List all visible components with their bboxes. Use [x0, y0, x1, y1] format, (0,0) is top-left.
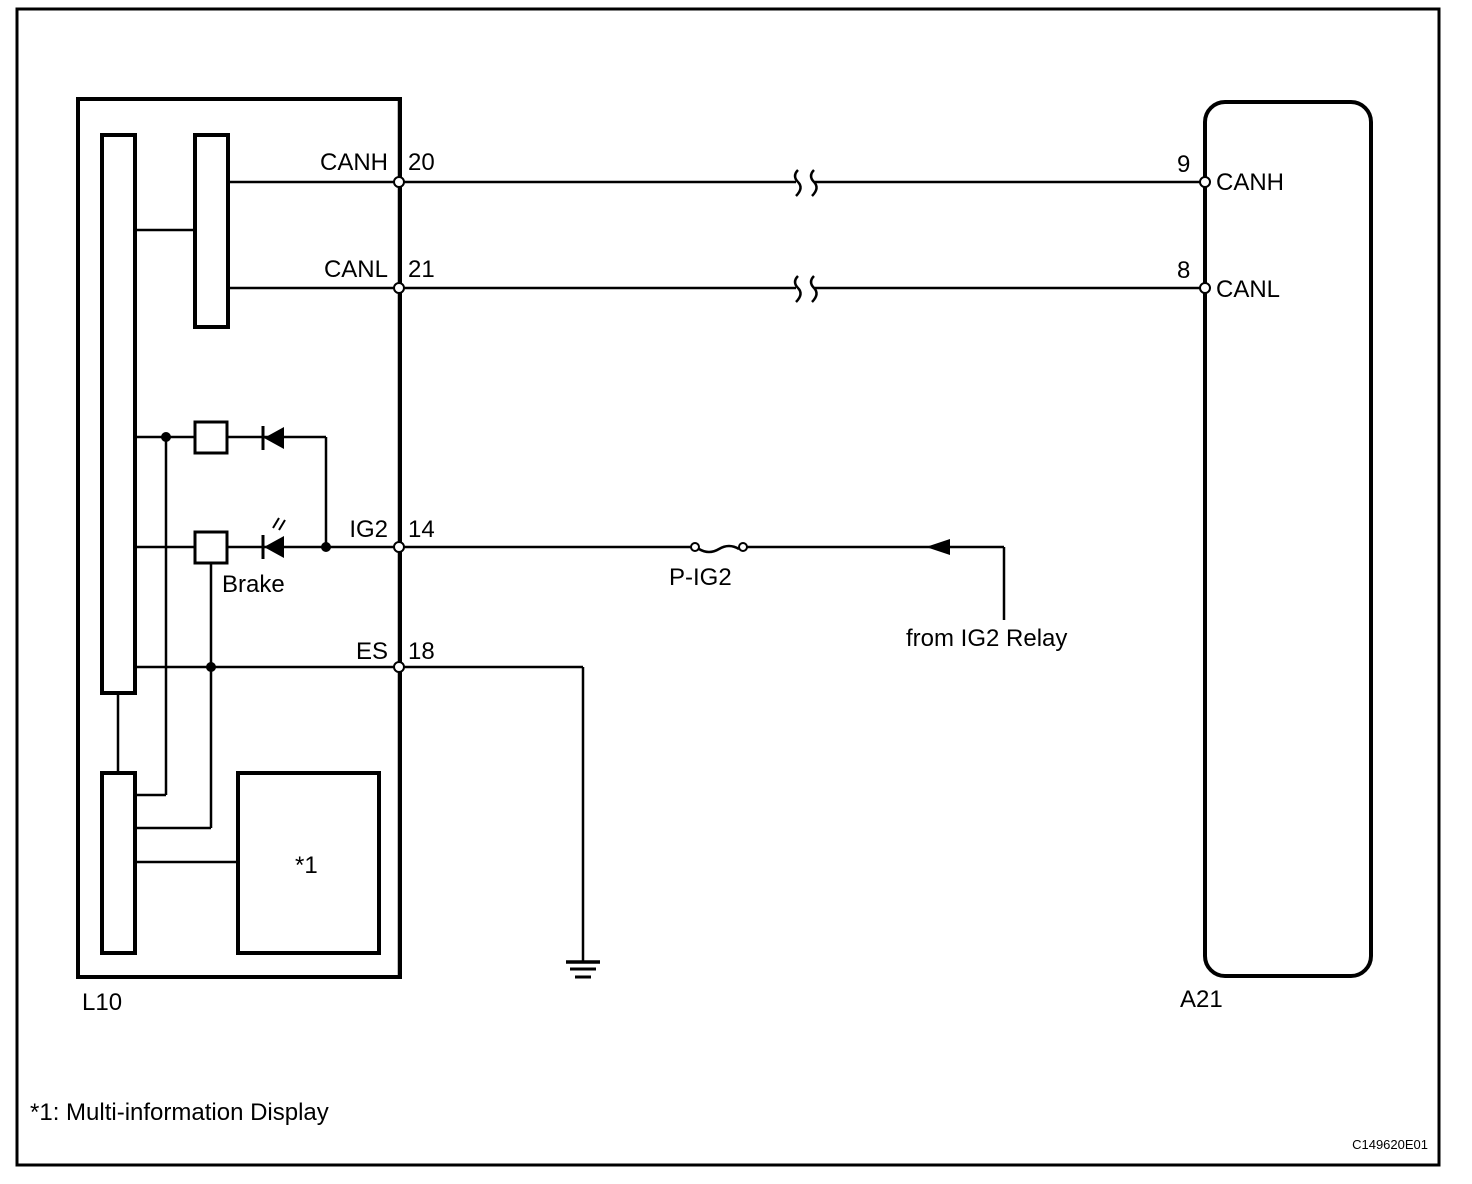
ecu-id-a21: A21 — [1180, 986, 1223, 1013]
terminal-signal-es: ES — [356, 638, 388, 665]
figure-code: C149620E01 — [1352, 1137, 1428, 1152]
terminal-circle — [393, 541, 405, 553]
junction-dot — [206, 662, 216, 672]
junction-dot — [161, 432, 171, 442]
terminal-pin-14: 14 — [408, 516, 435, 543]
diode-icon — [264, 427, 284, 449]
terminal-pin-18: 18 — [408, 638, 435, 665]
source-label: from IG2 Relay — [906, 625, 1067, 652]
led-icon — [264, 536, 284, 558]
wire-break-icon — [793, 169, 802, 197]
terminal-signal-canl: CANL — [324, 256, 388, 283]
terminal-pin-21: 21 — [408, 256, 435, 283]
terminal-pin-9: 9 — [1177, 151, 1190, 178]
terminal-circle — [393, 282, 405, 294]
ecu-a21 — [1203, 100, 1373, 978]
terminal-pin-20: 20 — [408, 149, 435, 176]
terminal-signal-canh: CANH — [320, 149, 388, 176]
footnote: *1: Multi-information Display — [30, 1099, 329, 1126]
fuse-icon — [698, 544, 740, 554]
terminal-circle — [1199, 176, 1211, 188]
terminal-circle — [393, 176, 405, 188]
display-driver-bar — [100, 771, 137, 955]
terminal-circle — [1199, 282, 1211, 294]
diagram-frame — [15, 7, 1441, 1167]
indicator-label-brake: Brake — [222, 571, 285, 598]
ecu-id-l10: L10 — [82, 989, 122, 1016]
terminal-signal-canh-a21: CANH — [1216, 169, 1284, 196]
junction-dot — [321, 542, 331, 552]
display-block-label: *1 — [295, 852, 318, 879]
terminal-signal-canl-a21: CANL — [1216, 276, 1280, 303]
terminal-pin-8: 8 — [1177, 257, 1190, 284]
wire-break-icon — [793, 275, 802, 303]
can-transceiver-block — [193, 133, 230, 329]
terminal-circle — [393, 661, 405, 673]
terminal-signal-ig2: IG2 — [349, 516, 388, 543]
ground-icon — [566, 960, 600, 979]
fuse-label: P-IG2 — [669, 564, 732, 591]
arrow-icon — [926, 539, 950, 555]
internal-bus-bar — [100, 133, 137, 695]
ecu-l10: *1 Brake — [76, 97, 402, 979]
